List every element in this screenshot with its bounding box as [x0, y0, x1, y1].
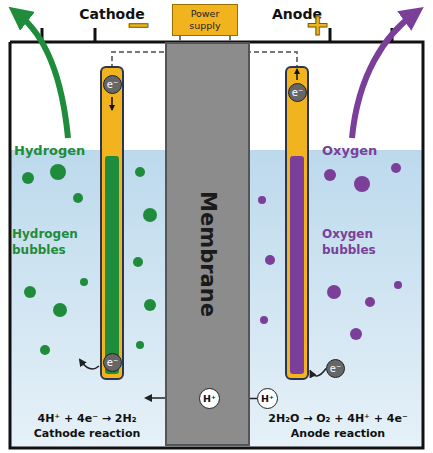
particle-symbol: e⁻ [107, 357, 118, 368]
particle-symbol: e⁻ [292, 87, 303, 98]
electron: e⁻ [326, 359, 345, 378]
polarity-sign: + [305, 10, 329, 40]
electron: e⁻ [288, 83, 307, 102]
proton: H⁺ [257, 388, 278, 409]
particle-symbol: H⁺ [261, 393, 274, 404]
particle-symbol: e⁻ [330, 363, 341, 374]
anode-electrode: Anodee⁻ [285, 66, 309, 380]
gas-name: Oxygen [322, 143, 412, 158]
bubbles-label: Hydrogen bubbles [12, 226, 90, 258]
membrane-name: Membrane [196, 191, 220, 317]
electron: e⁻ [103, 353, 122, 372]
cathode-electrode: Cathodee⁻e⁻ [100, 66, 124, 380]
tank [10, 42, 423, 448]
particle-symbol: e⁻ [107, 79, 118, 90]
proton: H⁺ [199, 388, 220, 409]
bubbles-label: Oxygen bubbles [322, 226, 408, 258]
electron-arrow [80, 360, 99, 369]
reaction-equation: 2H₂O → O₂ + 4H⁺ + 4e⁻ [256, 412, 420, 425]
electron: e⁻ [103, 75, 122, 94]
water [10, 150, 423, 448]
hydrogen-bubbles [22, 164, 157, 355]
reaction-name: Anode reaction [256, 427, 420, 440]
box-name: Power supply [189, 8, 220, 31]
hydrogen-out-arrow [18, 14, 68, 138]
gas-name: Hydrogen [14, 143, 94, 158]
reaction-equation: 4H⁺ + 4e⁻ → 2H₂ [12, 412, 162, 425]
flow-arrow [310, 369, 326, 377]
membrane: Membrane [165, 42, 250, 446]
reaction-name: Cathode reaction [12, 427, 162, 440]
polarity-sign: − [126, 10, 150, 40]
electrode-coating [290, 156, 304, 374]
particle-symbol: H⁺ [203, 393, 216, 404]
electrode-coating [105, 156, 119, 374]
oxygen-out-arrow [352, 14, 414, 138]
power-supply-box: Power supply [172, 4, 238, 36]
